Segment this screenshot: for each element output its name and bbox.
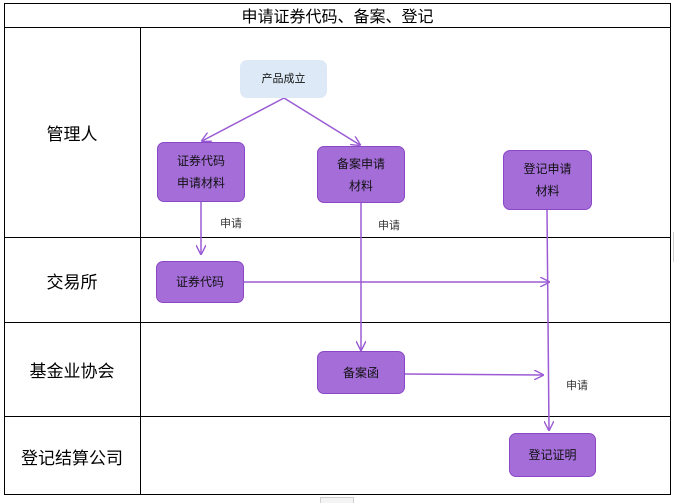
node-code-application-materials: 证券代码 申请材料 [157, 142, 245, 202]
note-apply-registration: 申请 [566, 379, 588, 392]
arrow-start-to-filing-materials [283, 97, 360, 145]
arrow-registration-materials-to-certificate [547, 209, 549, 430]
node-filing-application-materials: 备案申请 材料 [317, 146, 405, 203]
arrow-letter-to-right [404, 374, 543, 375]
node-filing-letter: 备案函 [317, 351, 405, 394]
node-product-established: 产品成立 [240, 60, 327, 98]
note-apply-code: 申请 [220, 217, 242, 230]
diagram-frame [4, 3, 671, 495]
resize-edge[interactable] [673, 232, 677, 262]
node-registration-application-materials: 登记申请 材料 [503, 150, 592, 210]
note-apply-filing: 申请 [378, 219, 400, 232]
lane-label-exchange: 交易所 [46, 272, 98, 293]
lane-divider [4, 322, 671, 323]
scroll-handle[interactable] [320, 497, 354, 503]
lane-label-clearing-company: 登记结算公司 [21, 448, 123, 469]
lane-divider [4, 237, 671, 238]
lane-divider [4, 416, 671, 417]
diagram-title: 申请证券代码、备案、登记 [4, 3, 671, 28]
lane-label-fund-association: 基金业协会 [29, 362, 115, 382]
label-column-divider [140, 28, 141, 495]
node-registration-certificate: 登记证明 [509, 433, 596, 477]
arrow-start-to-code-materials [202, 97, 285, 141]
node-security-code: 证券代码 [156, 261, 244, 303]
lane-label-manager: 管理人 [46, 125, 98, 145]
